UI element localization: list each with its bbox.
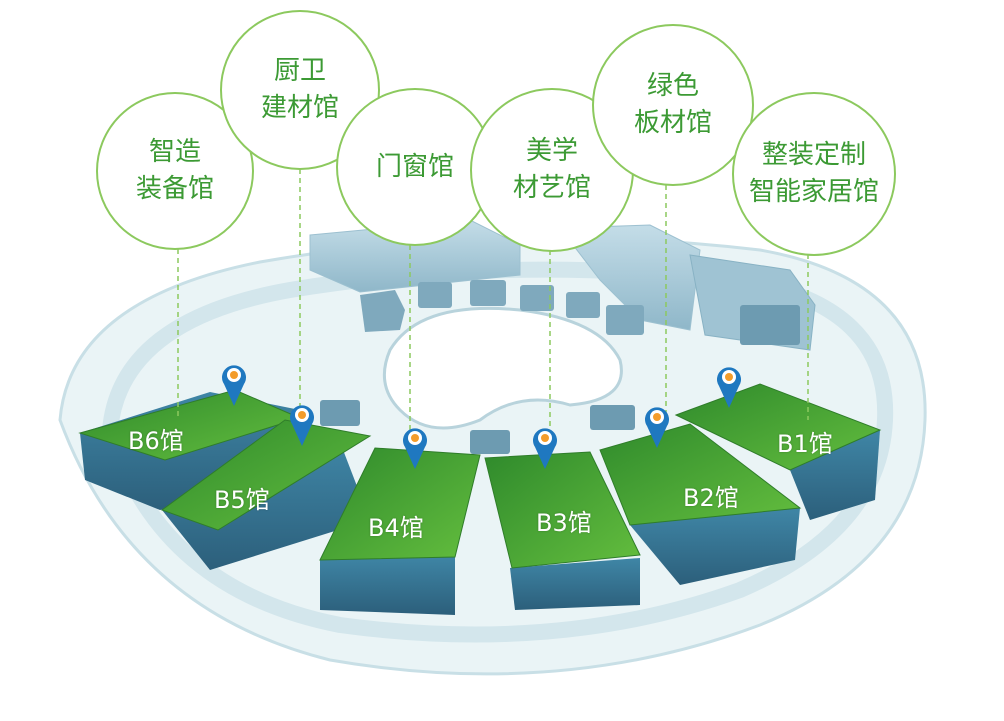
bubble-art-materials: 美学 材艺馆 xyxy=(470,88,634,252)
b2-map-pin-icon xyxy=(645,407,669,448)
bubble-custom-smart-home: 整装定制 智能家居馆 xyxy=(732,92,896,256)
hall-label-b2: B2馆 xyxy=(683,484,739,512)
bubble-label: 厨卫 建材馆 xyxy=(260,56,339,123)
hall-b4-building xyxy=(319,447,481,615)
bubble-door-window: 门窗馆 xyxy=(336,88,494,246)
bubble-green-board: 绿色 板材馆 xyxy=(592,24,754,186)
bubble-label: 门窗馆 xyxy=(375,151,454,182)
bubble-label: 绿色 板材馆 xyxy=(633,71,712,138)
background-buildings xyxy=(309,219,816,454)
hall-label-b1: B1馆 xyxy=(777,430,833,458)
b4-map-pin-icon xyxy=(403,428,427,469)
hall-label-b6: B6馆 xyxy=(128,427,184,455)
leader-lines xyxy=(177,160,809,440)
bubble-kitchen-bath: 厨卫 建材馆 xyxy=(220,10,380,170)
bubble-label: 整装定制 智能家居馆 xyxy=(748,140,879,207)
bubble-label: 美学 材艺馆 xyxy=(512,136,591,203)
hall-b2-building xyxy=(599,423,802,585)
b1-map-pin-icon xyxy=(717,367,741,408)
hall-label-b4: B4馆 xyxy=(368,514,424,542)
hall-label-b5: B5馆 xyxy=(214,486,270,514)
hall-b5-building xyxy=(160,419,372,570)
central-plaza xyxy=(382,306,623,430)
b5-map-pin-icon xyxy=(290,405,314,446)
hall-b3-building xyxy=(484,451,641,610)
bubble-label: 智造 装备馆 xyxy=(135,137,214,204)
hall-label-b3: B3馆 xyxy=(536,509,592,537)
b3-map-pin-icon xyxy=(533,428,557,469)
b6-map-pin-icon xyxy=(222,365,246,406)
